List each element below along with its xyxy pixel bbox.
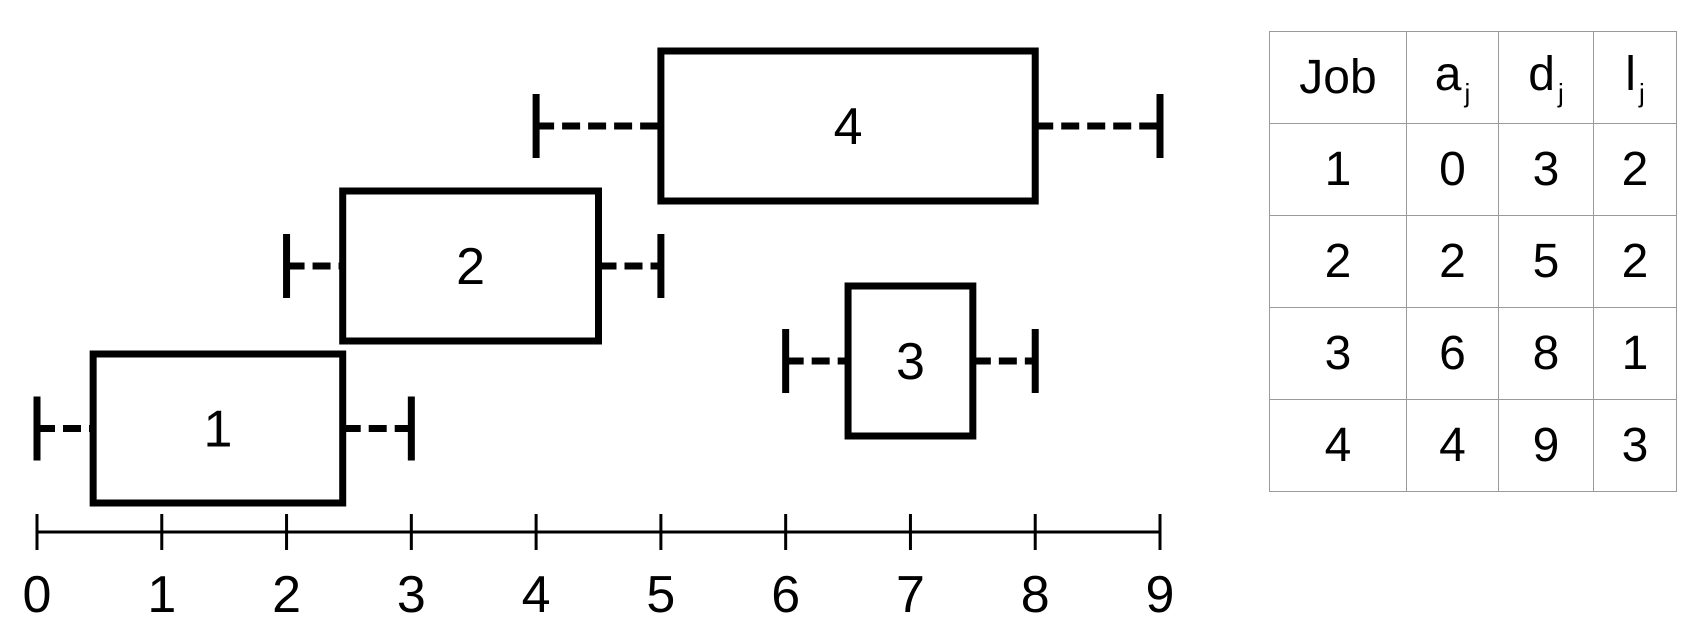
table-cell: 3 (1269, 307, 1407, 400)
table-cell: 6 (1406, 307, 1499, 400)
table-row: 1 0 3 2 (1269, 123, 1677, 216)
job-label: 3 (896, 333, 925, 391)
header-arrival-subscript: j (1464, 77, 1471, 108)
axis-tick-label: 5 (646, 566, 675, 624)
table-cell: 1 (1593, 307, 1677, 400)
axis-tick-label: 9 (1146, 566, 1175, 624)
table-cell: 2 (1593, 215, 1677, 308)
header-job-label: Job (1299, 51, 1377, 104)
table-cell: 0 (1406, 123, 1499, 216)
time-axis: 0 1 2 3 4 5 6 7 8 9 (23, 514, 1175, 624)
axis-tick-label: 2 (272, 566, 301, 624)
header-job: Job (1269, 31, 1407, 124)
axis-tick-label: 0 (23, 566, 52, 624)
table-cell: 1 (1269, 123, 1407, 216)
table-cell: 5 (1498, 215, 1594, 308)
job-label: 2 (456, 238, 485, 296)
header-arrival-label: a (1434, 47, 1462, 101)
job-box (339, 187, 603, 345)
job-1: 1 (33, 350, 415, 507)
table-row: 2 2 5 2 (1269, 215, 1677, 308)
table-row: 3 6 8 1 (1269, 307, 1677, 400)
header-deadline-label: d (1528, 47, 1555, 101)
job-box (89, 350, 347, 507)
job-4: 4 (532, 47, 1164, 205)
axis-tick-label: 7 (896, 566, 925, 624)
header-length-label: l (1625, 47, 1636, 101)
job-box (657, 47, 1039, 205)
table-cell: 2 (1269, 215, 1407, 308)
job-label: 1 (203, 401, 232, 459)
table-cell: 3 (1498, 123, 1594, 216)
header-deadline-subscript: j (1557, 77, 1564, 108)
axis-tick-label: 8 (1021, 566, 1050, 624)
axis-tick-label: 3 (397, 566, 426, 624)
axis-tick-label: 6 (771, 566, 800, 624)
table-cell: 3 (1593, 399, 1677, 492)
table-cell: 4 (1406, 399, 1499, 492)
job-3: 3 (782, 282, 1039, 440)
table-row: 4 4 9 3 (1269, 399, 1677, 492)
job-schedule-diagram: 1 2 3 4 0 1 2 3 4 5 6 7 8 9 (23, 47, 1175, 624)
table-cell: 2 (1406, 215, 1499, 308)
table-cell: 8 (1498, 307, 1594, 400)
axis-tick-label: 1 (147, 566, 176, 624)
job-box (844, 282, 977, 440)
job-2: 2 (283, 187, 665, 345)
header-length-subscript: j (1638, 77, 1645, 108)
jobs-layer: 1 2 3 4 (33, 47, 1164, 507)
table-cell: 2 (1593, 123, 1677, 216)
job-label: 4 (834, 98, 863, 156)
table-cell: 4 (1269, 399, 1407, 492)
axis-tick-label: 4 (522, 566, 551, 624)
table-cell: 9 (1498, 399, 1594, 492)
